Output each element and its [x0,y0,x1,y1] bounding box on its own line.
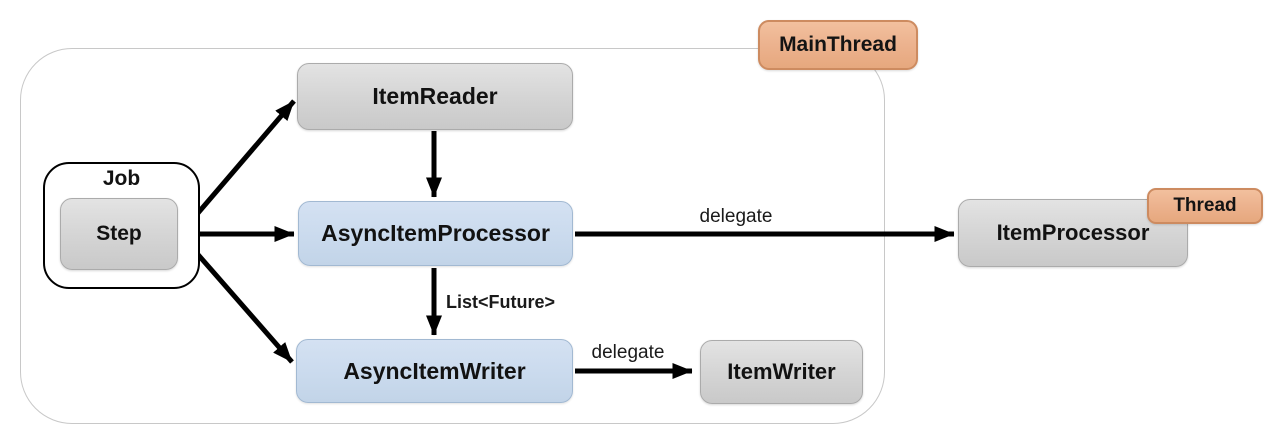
label-list-future: List<Future> [446,292,556,312]
mainthread-badge: MainThread [758,20,918,70]
node-asyncitemwriter: AsyncItemWriter [296,339,573,403]
label-delegate-processor: delegate [699,206,773,227]
node-itemwriter: ItemWriter [700,340,863,404]
label-delegate-writer: delegate [591,342,665,363]
job-label: Job [102,167,141,190]
thread-badge: Thread [1147,188,1263,224]
node-asyncitemprocessor: AsyncItemProcessor [298,201,573,266]
node-itemprocessor: ItemProcessor [958,199,1188,267]
node-itemreader: ItemReader [297,63,573,130]
node-step: Step [60,198,178,270]
